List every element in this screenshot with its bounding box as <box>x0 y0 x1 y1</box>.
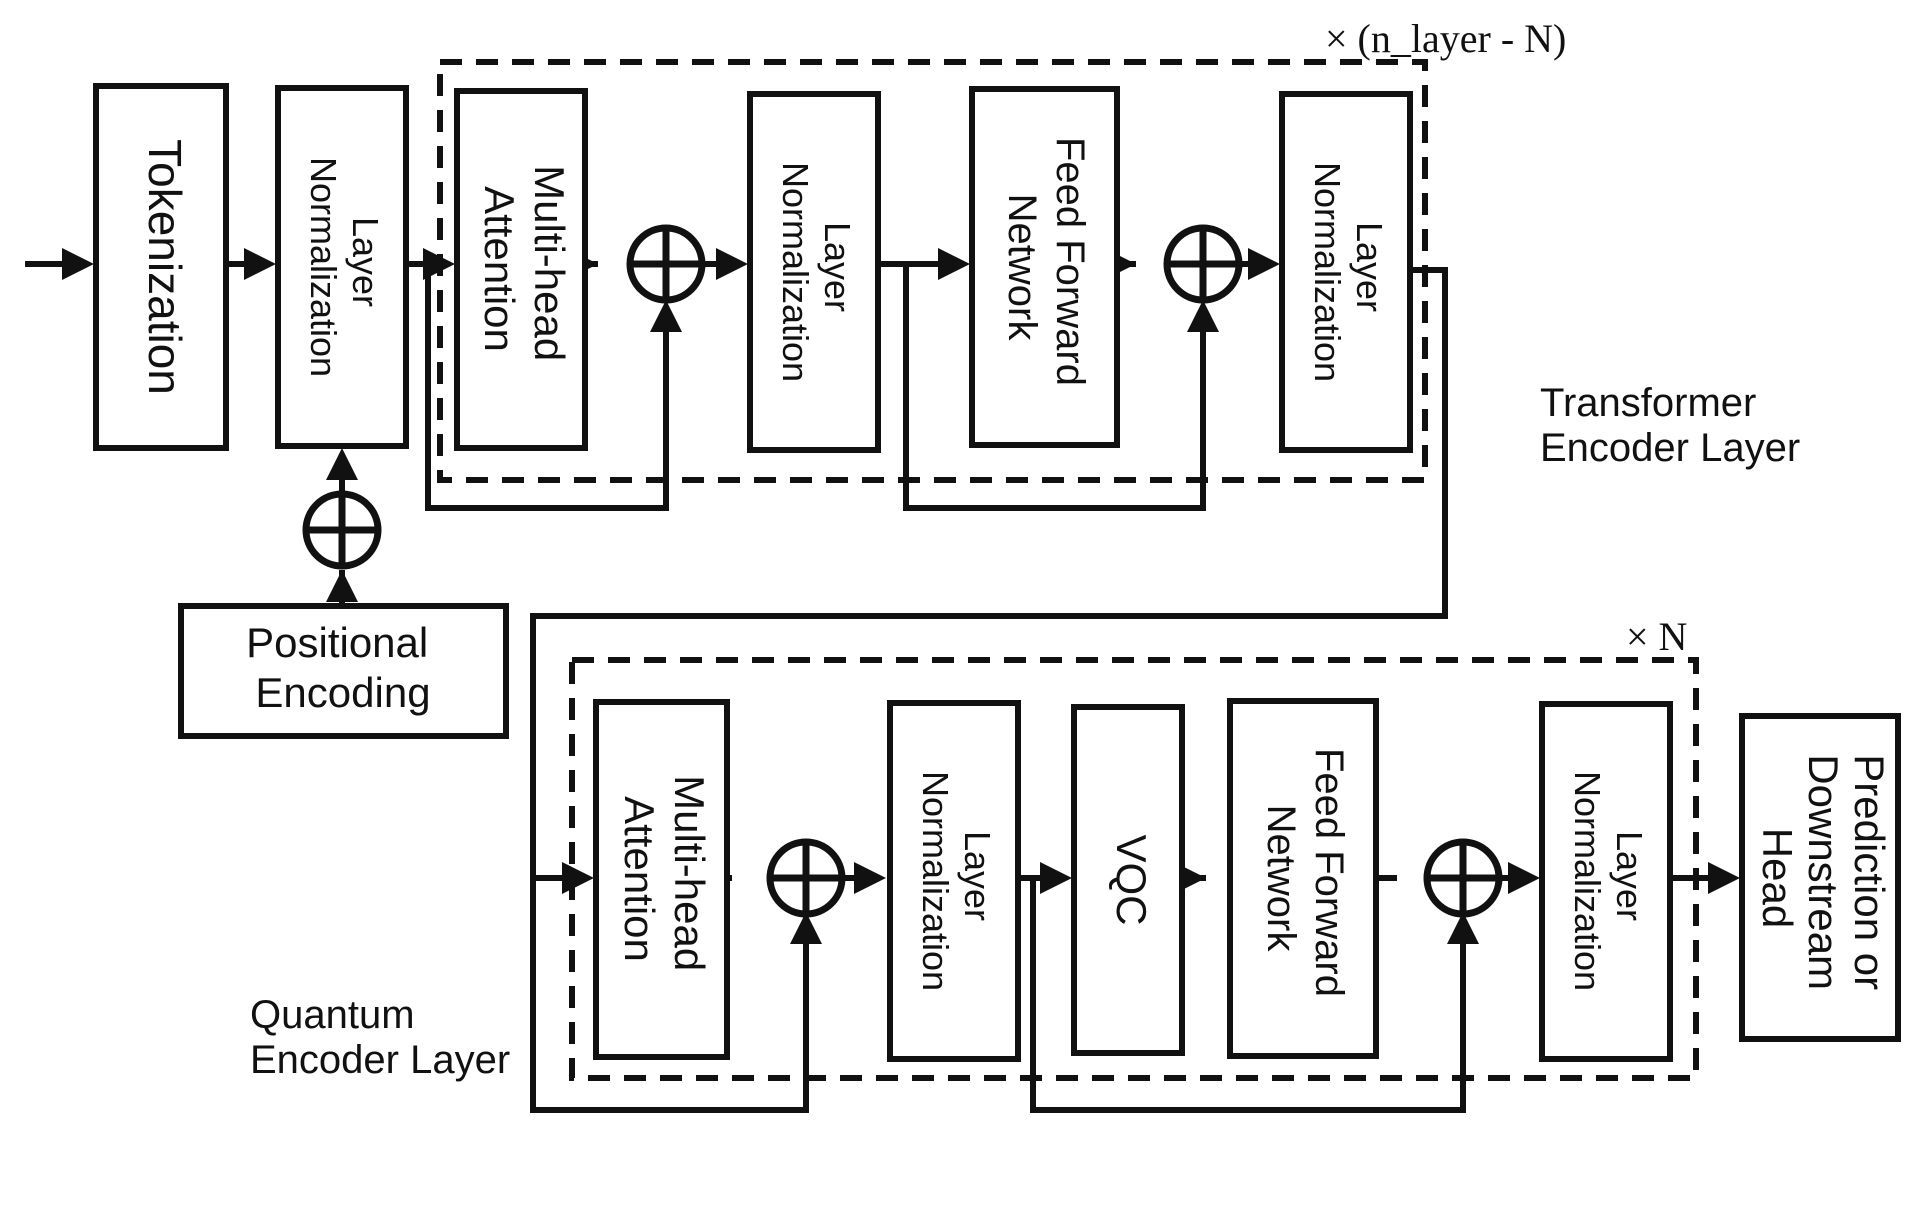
positional-encoding-label: Encoding <box>255 669 430 716</box>
attention-label: Attention <box>616 796 663 962</box>
layer-norm-label: Layer <box>957 831 998 921</box>
arrowhead-icon <box>790 912 822 944</box>
arrowhead-icon <box>1708 862 1740 894</box>
arrowhead-icon <box>244 248 276 280</box>
quantum-repeat-label: × N <box>1626 614 1687 659</box>
arrowhead-icon <box>716 248 748 280</box>
svg-text:Layer Normalization: Layer Normalization <box>915 771 998 991</box>
svg-text:Quantum Encoder Layer: Quantum Encoder Layer <box>250 993 510 1082</box>
positional-encoding-label: Positional <box>246 619 428 666</box>
arrowhead-icon <box>650 300 682 332</box>
ffn-label: Network <box>1000 194 1044 342</box>
quantum-layer-frame <box>569 657 1699 1081</box>
ffn-label: Feed Forward <box>1307 748 1351 997</box>
svg-text:Positional Encoding: Positional Encoding <box>246 619 440 716</box>
svg-text:Multi-head Attention: Multi-head Attention <box>616 775 713 983</box>
transformer-caption: Transformer <box>1540 381 1756 425</box>
svg-text:Layer Normalization: Layer Normalization <box>775 162 858 382</box>
quantum-layer-norm-b-block: Layer Normalization <box>1539 701 1673 1062</box>
svg-text:Feed Forward Network: Feed Forward Network <box>1259 748 1351 1008</box>
circled-plus-icon <box>1427 842 1499 914</box>
quantum-ffn-block: Feed Forward Network <box>1227 698 1379 1059</box>
transformer-ffn-block: Feed Forward Network <box>969 86 1120 448</box>
arrowhead-icon <box>1040 862 1072 894</box>
vqc-label: VQC <box>1108 834 1155 925</box>
circled-plus-icon <box>306 494 378 566</box>
tokenization-label: Tokenization <box>139 139 191 395</box>
arrowhead-icon <box>1447 912 1479 944</box>
arrowhead-icon <box>423 248 455 280</box>
positional-encoding-block: Positional Encoding <box>178 603 509 739</box>
attention-label: Multi-head <box>666 775 713 971</box>
transformer-attention-block: Multi-head Attention <box>454 88 588 451</box>
circled-plus-icon <box>1167 228 1239 300</box>
layer-norm-label: Layer <box>1349 222 1390 312</box>
arrowhead-icon <box>326 448 358 480</box>
quantum-caption: Encoder Layer <box>250 1038 510 1082</box>
layer-norm-label: Normalization <box>303 157 344 377</box>
layer-norm-label: Layer <box>817 222 858 312</box>
ffn-label: Feed Forward <box>1048 137 1092 386</box>
arrowhead-icon <box>1508 862 1540 894</box>
circled-plus-icon <box>630 228 702 300</box>
transformer-layer-norm-b-block: Layer Normalization <box>1279 91 1413 453</box>
layer-norm-label: Normalization <box>915 771 956 991</box>
svg-text:Multi-head Attention: Multi-head Attention <box>476 165 573 373</box>
arrowhead-icon <box>938 248 970 280</box>
layer-norm-label: Normalization <box>1567 771 1608 991</box>
transformer-repeat-label: × (n_layer - N) <box>1325 16 1566 61</box>
layer-norm-label: Normalization <box>775 162 816 382</box>
prediction-head-block: Prediction or Downstream Head <box>1739 713 1901 1042</box>
vqc-block: VQC <box>1071 704 1185 1056</box>
layer-norm-label: Layer <box>345 217 386 307</box>
arrowhead-icon <box>1187 300 1219 332</box>
quantum-layer-norm-a-block: Layer Normalization <box>887 700 1021 1062</box>
arrowhead-icon <box>326 570 358 602</box>
arrowhead-icon <box>854 862 886 894</box>
svg-text:Layer Normalization: Layer Normalization <box>303 157 386 377</box>
svg-text:Feed Forward Network: Feed Forward Network <box>1000 137 1092 397</box>
quantum-attention-block: Multi-head Attention <box>593 699 730 1060</box>
arrowhead-icon <box>562 862 594 894</box>
svg-text:Transformer Encoder Layer: Transformer Encoder Layer <box>1540 381 1800 470</box>
attention-label: Multi-head <box>526 165 573 361</box>
svg-text:Layer Normalization: Layer Normalization <box>1567 771 1650 991</box>
ffn-label: Network <box>1259 805 1303 953</box>
arrowhead-icon <box>62 248 94 280</box>
layer-norm-input-block: Layer Normalization <box>275 85 409 449</box>
attention-label: Attention <box>476 186 523 352</box>
transformer-caption: Encoder Layer <box>1540 426 1800 470</box>
arrowhead-icon <box>1248 248 1280 280</box>
quantum-caption: Quantum <box>250 993 415 1037</box>
layer-norm-label: Layer <box>1609 831 1650 921</box>
prediction-head-label: Prediction or <box>1846 754 1893 990</box>
svg-text:Layer Normalization: Layer Normalization <box>1307 162 1390 382</box>
transformer-layer-norm-a-block: Layer Normalization <box>747 91 881 453</box>
circled-plus-icon <box>770 842 842 914</box>
tokenization-block: Tokenization <box>93 83 229 451</box>
svg-text:Prediction or Downstream: Prediction or Downstream Head <box>1754 754 1893 1001</box>
prediction-head-label: Head <box>1754 828 1801 928</box>
prediction-head-label: Downstream <box>1800 754 1847 990</box>
layer-norm-label: Normalization <box>1307 162 1348 382</box>
